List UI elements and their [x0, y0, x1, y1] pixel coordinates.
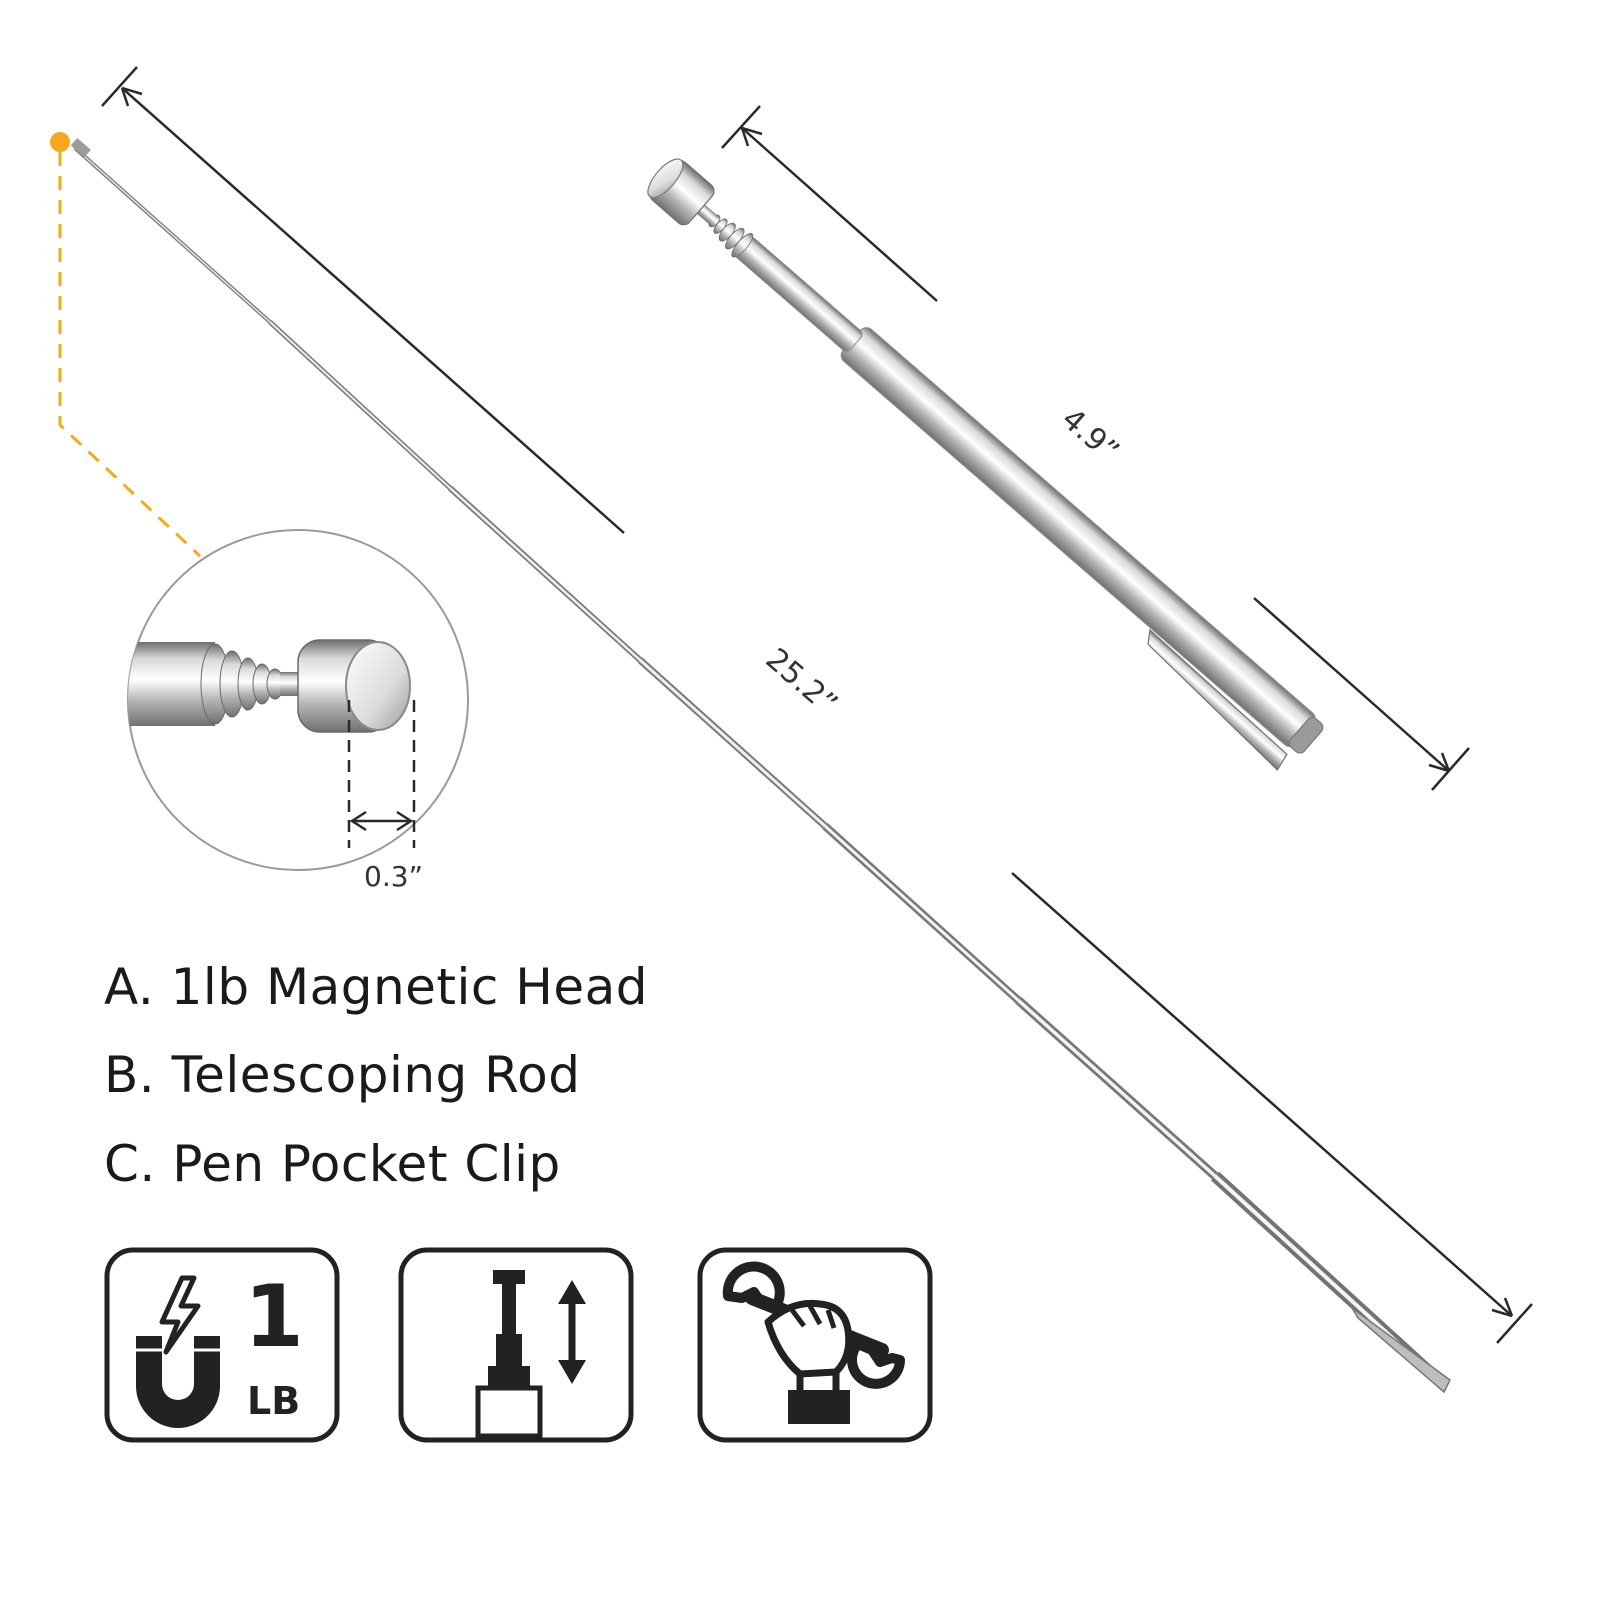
callout-leader — [58, 152, 202, 558]
magnet-strength-number: 1 — [244, 1267, 304, 1367]
feature-telescoping-rod: B. Telescoping Rod — [104, 1046, 580, 1104]
feature-letter: C. — [104, 1135, 156, 1193]
feature-text: Telescoping Rod — [171, 1046, 581, 1104]
feature-letter: B. — [104, 1046, 156, 1104]
feature-text: 1lb Magnetic Head — [170, 958, 649, 1016]
feature-text: Pen Pocket Clip — [172, 1135, 561, 1193]
feature-letter: A. — [104, 958, 155, 1016]
collapsed-length-label: 4.9” — [1055, 402, 1126, 470]
head-diameter-label: 0.3” — [364, 860, 423, 893]
collapsed-tool: 4.9” — [647, 105, 1470, 791]
magnet-1lb-icon: 1 LB — [104, 1247, 340, 1443]
feature-magnetic-head: A. 1lb Magnetic Head — [104, 958, 648, 1016]
extended-length-label: 25.2” — [759, 642, 844, 722]
extended-rod — [50, 132, 1451, 1394]
telescoping-rod-icon — [398, 1247, 634, 1443]
hand-wrench-icon — [697, 1247, 933, 1443]
feature-pen-pocket-clip: C. Pen Pocket Clip — [104, 1135, 561, 1193]
magnetic-head-closeup: 0.3” — [127, 529, 469, 893]
magnet-strength-unit: LB — [247, 1379, 300, 1423]
